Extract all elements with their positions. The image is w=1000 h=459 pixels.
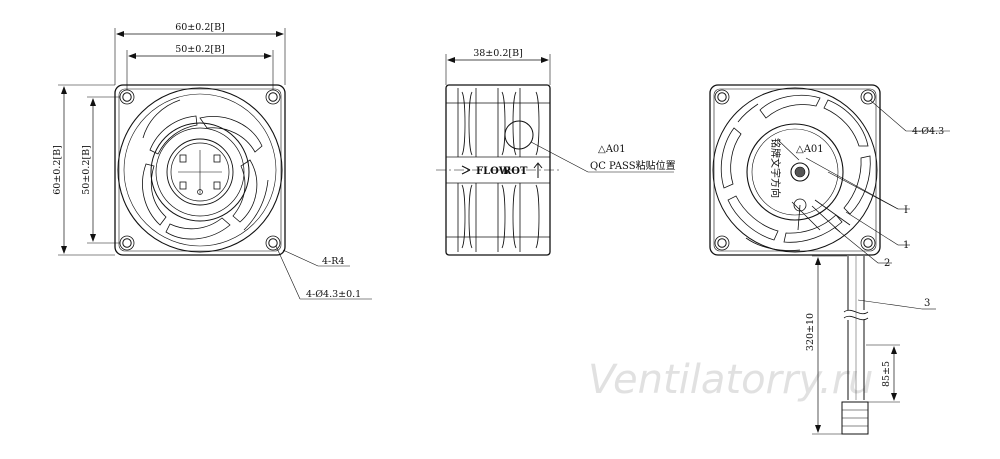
rear-blades (720, 94, 871, 251)
front-view (58, 28, 372, 300)
front-view-labels: 60±0.2[B] 50±0.2[B] 60±0.2[B] 50±0.2[B] … (52, 22, 361, 300)
dim-outer-width: 60±0.2[B] (175, 22, 225, 33)
watermark-text: Ventilatorry.ru (588, 357, 874, 403)
front-frame-outer (114, 84, 286, 256)
rear-mount-holes (714, 89, 876, 251)
rotation-text: ROT (503, 166, 528, 177)
side-view (436, 54, 674, 256)
leader-rev-rear (777, 139, 800, 161)
rear-mount-holes-label: 4-Ø4.3 (912, 126, 944, 137)
leader-mount-holes (275, 245, 301, 300)
front-blades (142, 99, 269, 240)
leader-1 (845, 211, 899, 246)
dim-depth: 38±0.2[B] (473, 48, 523, 59)
front-opening (117, 87, 283, 253)
dim-hole-spacing-h: 50±0.2[B] (175, 44, 225, 55)
hub-label: 铭牌文字方向 (769, 138, 782, 198)
leader-qc-label (530, 141, 589, 173)
dim-strip-length: 85±5 (881, 361, 892, 387)
leader-3 (857, 299, 923, 310)
qc-pass-label: QC PASS粘贴位置 (590, 159, 676, 172)
dim-cable-length: 320±10 (805, 313, 816, 351)
leader-rear-holes (869, 99, 907, 132)
leader-2 (834, 227, 879, 264)
side-view-labels: 38±0.2[B] FLOW ROT △A01 QC PASS粘贴位置 (473, 48, 675, 177)
rear-shaft (790, 162, 810, 182)
rear-frame-outer (709, 84, 881, 256)
callout-I: I (904, 205, 908, 216)
callout-3: 3 (924, 298, 930, 309)
dim-hole-spacing-v: 50±0.2[B] (81, 145, 92, 195)
revision-side: △A01 (598, 144, 626, 155)
revision-rear: △A01 (796, 144, 824, 155)
dim-corner-radius: 4-R4 (322, 256, 344, 267)
front-frame-inner (118, 88, 282, 252)
qc-label-position (504, 120, 534, 150)
leader-I (805, 157, 899, 210)
airflow-text: FLOW (476, 166, 511, 177)
rear-view-labels: 4-Ø4.3 △A01 铭牌文字方向 I 1 2 3 320±10 85±5 (769, 126, 944, 387)
leader-corner-radius (282, 249, 319, 267)
airflow-arrow-icon (461, 165, 471, 175)
front-hub (150, 122, 250, 222)
rear-view (709, 84, 950, 435)
callout-1: 1 (903, 240, 909, 251)
dim-mount-holes: 4-Ø4.3±0.1 (306, 289, 361, 300)
callout-2: 2 (884, 258, 890, 269)
rotation-arrow-icon (533, 162, 543, 178)
rear-hub (746, 123, 844, 221)
dim-outer-height: 60±0.2[B] (52, 145, 63, 195)
